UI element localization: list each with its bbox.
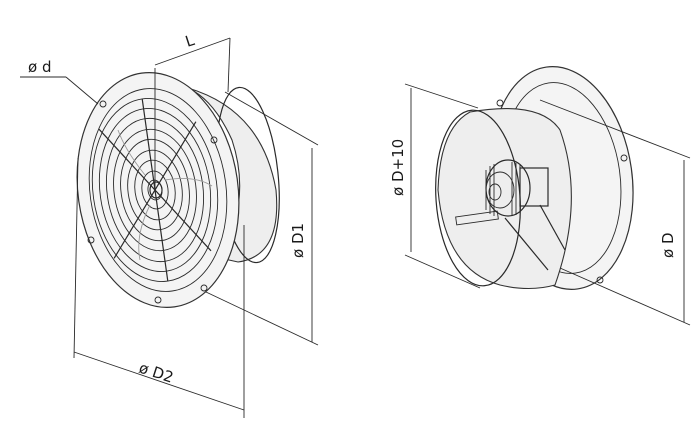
left-fan-blade-hint <box>117 129 213 261</box>
left-fan-hole-1 <box>99 100 107 108</box>
right-fan-rear-view <box>435 66 634 290</box>
left-fan-hole-2 <box>210 136 218 144</box>
right-fan-housing <box>437 108 572 290</box>
left-fan-flange-inner <box>88 88 228 292</box>
left-fan-hub <box>149 181 163 199</box>
left-fan-hole-5 <box>154 296 162 304</box>
label-D2: ø D2 <box>137 359 176 387</box>
left-fan-housing <box>187 87 278 263</box>
left-fan-hole-4 <box>200 284 208 292</box>
label-d: ø d <box>28 58 51 76</box>
label-D: ø D <box>659 233 677 259</box>
left-fan-hole-3 <box>87 236 95 244</box>
left-fan-front-view <box>76 72 280 308</box>
right-fan-dimensions: ø D+10 ø D <box>389 83 691 326</box>
label-L: L <box>183 31 197 51</box>
label-D1: ø D1 <box>289 223 307 258</box>
left-fan-dimensions: ø d L ø D1 ø D2 <box>20 31 319 418</box>
right-fan-motor <box>455 159 566 271</box>
label-D10: ø D+10 <box>389 139 407 196</box>
